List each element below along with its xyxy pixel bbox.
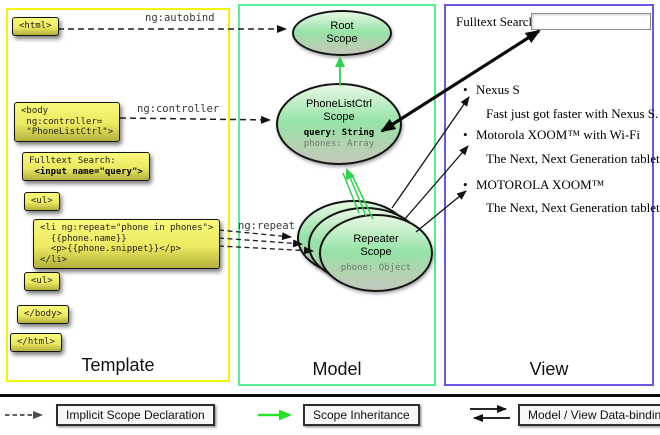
list-item-desc: The Next, Next Generation tablet. (486, 200, 660, 215)
list-item-title: MOTOROLA XOOM™ (476, 177, 605, 192)
code-body-open: <body ng:controller= "PhoneListCtrl"> (14, 102, 121, 142)
root-scope-name: Scope (326, 33, 358, 45)
code-line: <body (21, 106, 49, 116)
template-panel-label: Template (81, 355, 155, 375)
root-scope-ellipse: Root Scope (292, 10, 392, 56)
ng-repeat-label: ng:repeat (238, 220, 295, 232)
prop-phones: phones: Array (303, 139, 375, 149)
bullet-icon: • (463, 127, 468, 142)
model-panel-label: Model (312, 359, 362, 379)
code-html-open: <html> (12, 17, 59, 36)
legend-inheritance-label: Scope Inheritance (303, 404, 420, 426)
phonelistctrl-scope-name: Scope (323, 111, 355, 123)
bullet-icon: • (463, 177, 468, 192)
code-line: <p>{{phone.snippet}}</p> (40, 244, 181, 254)
code-fulltext-input: Fulltext Search: <input name="query"> (22, 152, 150, 181)
list-item: • MOTOROLA XOOM™ (463, 177, 604, 193)
code-html-close: </html> (10, 333, 62, 352)
ng-controller-label: ng:controller (137, 103, 220, 115)
list-item-title: Nexus S (476, 82, 520, 97)
view-panel-label: View (529, 359, 569, 379)
code-line: </li> (40, 254, 68, 265)
legend-implicit-label: Implicit Scope Declaration (56, 404, 215, 426)
phonelistctrl-scope-name: PhoneListCtrl (305, 98, 373, 110)
code-li-repeat: <li ng:repeat="phone in phones"> {{phone… (33, 219, 221, 269)
code-line: <input name="query"> (29, 166, 143, 177)
bullet-icon: • (463, 82, 468, 97)
code-ul-open: <ul> (24, 192, 60, 211)
list-item-desc: Fast just got faster with Nexus S. (486, 106, 659, 121)
view-search-label: Fulltext Search: (456, 14, 539, 29)
code-body-close: </body> (17, 305, 69, 324)
list-item: • Nexus S (463, 82, 520, 98)
code-line: <li ng:repeat="phone in phones"> (40, 223, 214, 233)
code-line: ng:controller= (21, 116, 103, 127)
prop-phone: phone: Object (340, 262, 412, 273)
code-line: <html> (19, 21, 52, 31)
ng-autobind-label: ng:autobind (145, 12, 215, 24)
repeater-scope-name: Repeater (353, 232, 399, 245)
list-item: • Motorola XOOM™ with Wi-Fi (463, 127, 640, 143)
view-panel: View (444, 4, 654, 386)
code-line: "PhoneListCtrl"> (21, 127, 114, 137)
code-line: <ul> (31, 276, 53, 286)
code-line: </html> (17, 337, 55, 347)
code-line: Fulltext Search: (29, 156, 116, 166)
repeater-scope-name: Scope (360, 245, 392, 258)
code-line: {{phone.name}} (40, 233, 127, 244)
list-item-desc: The Next, Next Generation tablet. (486, 151, 660, 166)
legend-databinding-label: Model / View Data-binding (518, 404, 660, 426)
search-input[interactable] (531, 13, 651, 30)
legend-separator (0, 394, 660, 397)
root-scope-name: Root (330, 20, 354, 32)
repeater-scope-ellipse-front: Repeater Scope phone: Object (319, 214, 433, 292)
code-line: <ul> (31, 196, 53, 206)
model-panel: Model (238, 4, 436, 386)
code-ul-close: <ul> (24, 272, 60, 291)
code-line: </body> (24, 309, 62, 319)
list-item-title: Motorola XOOM™ with Wi-Fi (476, 127, 641, 142)
phonelistctrl-scope-ellipse: PhoneListCtrl Scope query: String phones… (276, 83, 402, 165)
prop-query: query: String (303, 128, 375, 138)
